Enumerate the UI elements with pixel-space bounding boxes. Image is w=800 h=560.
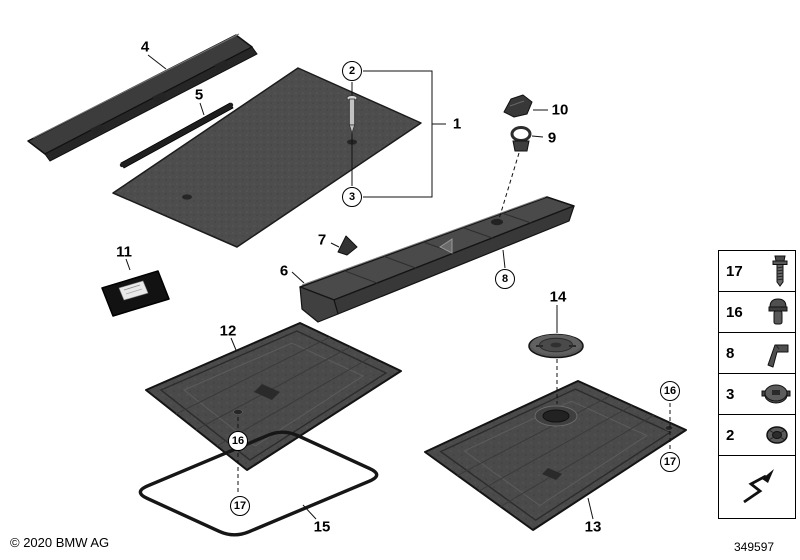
assembly-dashed-lines bbox=[237, 152, 671, 493]
callout-circle-16-left[interactable]: 16 bbox=[228, 431, 248, 451]
legend-number-16: 16 bbox=[726, 303, 743, 321]
callout-circle-8[interactable]: 8 bbox=[495, 269, 515, 289]
callout-9[interactable]: 9 bbox=[547, 129, 557, 147]
spring-clip-icon bbox=[765, 336, 791, 370]
grommet-icon bbox=[761, 379, 791, 409]
callout-circle-17-right[interactable]: 17 bbox=[660, 452, 680, 472]
cross-reference-arrow-icon bbox=[736, 466, 778, 508]
callout-5[interactable]: 5 bbox=[194, 86, 204, 104]
hook-part bbox=[503, 94, 533, 118]
legend-number-3: 3 bbox=[726, 385, 735, 403]
plug-icon bbox=[763, 420, 791, 450]
expansion-rivet-icon bbox=[765, 296, 791, 328]
legend-number-2: 2 bbox=[726, 426, 735, 444]
control-module-part bbox=[101, 270, 170, 317]
callout-10[interactable]: 10 bbox=[551, 101, 569, 119]
seal-gasket-part bbox=[138, 430, 379, 537]
floor-panel-right-part bbox=[424, 380, 687, 531]
screw-icon bbox=[769, 254, 791, 288]
callout-6[interactable]: 6 bbox=[279, 262, 289, 280]
callout-circle-17-left[interactable]: 17 bbox=[230, 496, 250, 516]
loading-sill-trim-part bbox=[299, 196, 575, 323]
legend-row-16[interactable]: 16 bbox=[719, 292, 795, 333]
callout-11[interactable]: 11 bbox=[116, 243, 132, 261]
callout-12[interactable]: 12 bbox=[219, 322, 237, 340]
floor-panel-left-part bbox=[145, 322, 402, 471]
trim-strip-part bbox=[119, 102, 234, 169]
legend-row-cross-reference[interactable] bbox=[719, 456, 795, 518]
legend-row-3[interactable]: 3 bbox=[719, 374, 795, 415]
leader-lines bbox=[125, 54, 594, 520]
luggage-floor-mat-part bbox=[112, 67, 422, 248]
callout-circle-3[interactable]: 3 bbox=[342, 187, 362, 207]
callout-7[interactable]: 7 bbox=[317, 231, 327, 249]
callout-4[interactable]: 4 bbox=[140, 38, 150, 56]
callout-15[interactable]: 15 bbox=[313, 518, 331, 536]
legend-number-17: 17 bbox=[726, 262, 743, 280]
legend-row-17[interactable]: 17 bbox=[719, 251, 795, 292]
fastener-legend-table: 17 16 bbox=[718, 250, 796, 519]
diagram-number: 349597 bbox=[734, 540, 775, 554]
wedge-clip-part bbox=[337, 235, 358, 256]
molded-arrow-marking bbox=[439, 238, 453, 254]
legend-row-8[interactable]: 8 bbox=[719, 333, 795, 374]
legend-row-2[interactable]: 2 bbox=[719, 415, 795, 456]
copyright-text: © 2020 BMW AG bbox=[10, 535, 110, 550]
callout-13[interactable]: 13 bbox=[584, 518, 602, 536]
eyelet-part bbox=[510, 126, 532, 152]
callout-14[interactable]: 14 bbox=[549, 288, 567, 306]
callout-circle-16-right[interactable]: 16 bbox=[660, 381, 680, 401]
callout-circle-2[interactable]: 2 bbox=[342, 61, 362, 81]
legend-number-8: 8 bbox=[726, 344, 735, 362]
expanding-rivet-part bbox=[346, 95, 358, 135]
round-cap-part bbox=[528, 333, 584, 359]
callout-1[interactable]: 1 bbox=[452, 115, 462, 133]
cargo-sill-rail-part bbox=[27, 33, 258, 162]
